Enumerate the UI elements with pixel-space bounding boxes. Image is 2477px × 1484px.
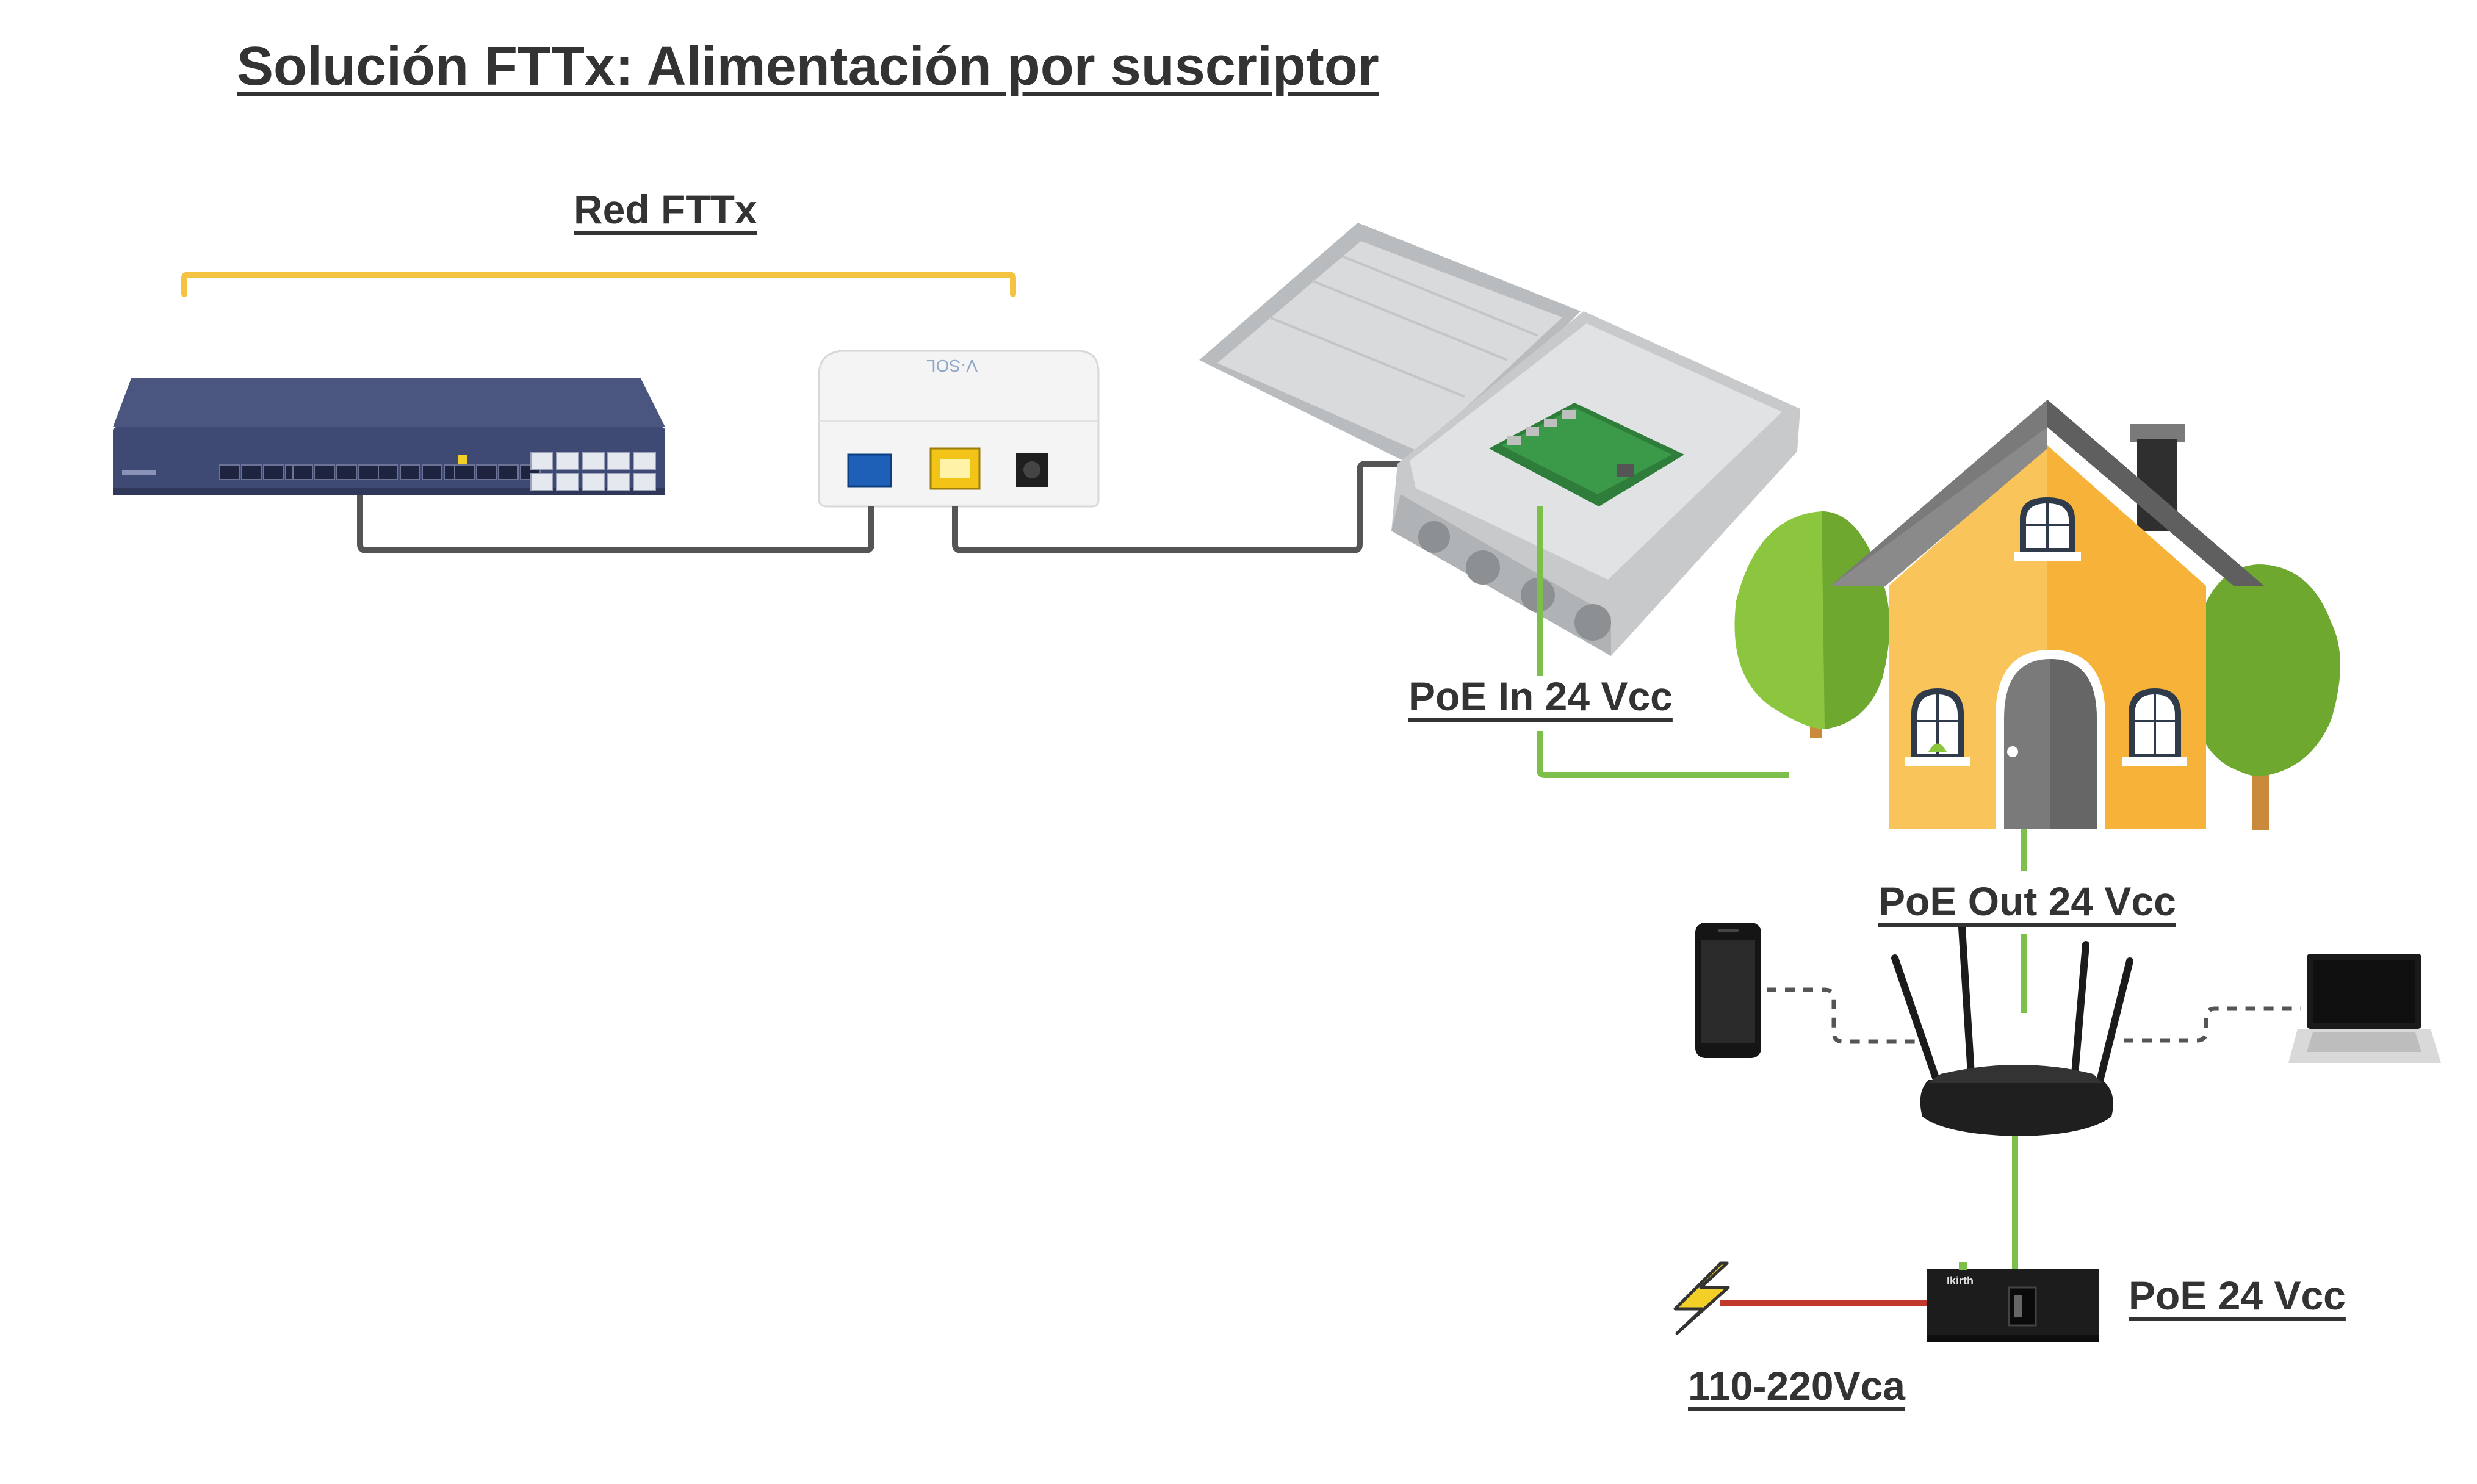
tree-icon [2190, 564, 2340, 830]
poe-out-label: PoE Out 24 Vcc [1878, 879, 2176, 924]
onu-icon: V·SOL [818, 350, 1100, 508]
poe-cable-enclosure-house-lower [1537, 731, 1789, 778]
wireless-link-phone [1767, 987, 1922, 1044]
ac-input-label: 110-220Vca [1688, 1363, 1906, 1408]
svg-text:V·SOL: V·SOL [926, 356, 978, 375]
wireless-link-laptop [2124, 1006, 2301, 1043]
laptop-icon [2288, 954, 2441, 1063]
lightning-bolt-icon [1673, 1261, 1730, 1335]
svg-text:Ikirth: Ikirth [1947, 1275, 1974, 1287]
poe-injector-icon: Ikirth [1927, 1262, 2099, 1342]
fiber-cable-olt-onu [357, 495, 874, 553]
tree-icon [1734, 511, 1890, 738]
fttx-network-label: Red FTTx [574, 187, 757, 232]
page-title: Solución FTTx: Alimentación por suscript… [237, 36, 1379, 97]
outdoor-enclosure-icon [1199, 223, 1800, 656]
ethernet-cable-onu-enclosure [952, 461, 1495, 553]
poe-in-label: PoE In 24 Vcc [1408, 674, 1673, 719]
fttx-network-bracket [181, 272, 1016, 297]
olt-switch-icon [113, 378, 665, 495]
router-icon [1891, 924, 2133, 1136]
house-icon [1831, 400, 2264, 829]
smartphone-icon [1695, 923, 1761, 1058]
poe-injector-label: PoE 24 Vcc [2129, 1273, 2346, 1318]
